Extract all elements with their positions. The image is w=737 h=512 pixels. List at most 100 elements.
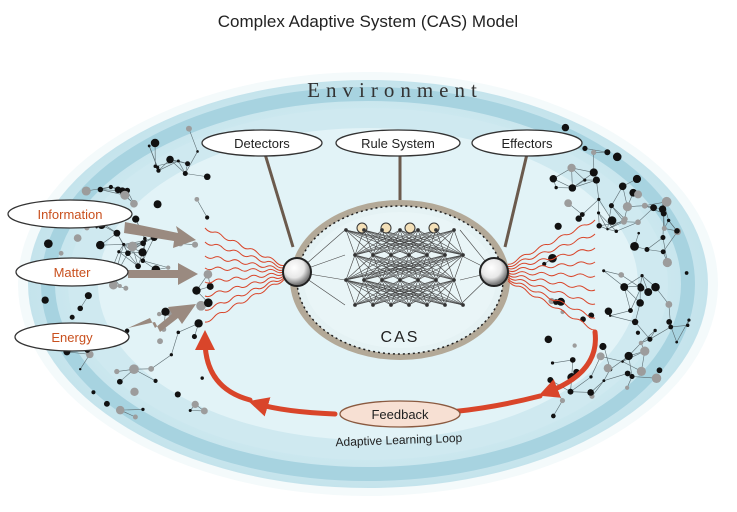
particle-dot	[599, 342, 607, 351]
particle-link	[572, 179, 597, 189]
particle-dot	[635, 330, 641, 335]
mesh-node	[389, 253, 393, 257]
particle-dot	[91, 390, 96, 395]
signal-wave	[507, 247, 596, 270]
particle-dot	[156, 168, 161, 173]
particle-dot	[192, 286, 201, 295]
particle-dot	[620, 283, 629, 291]
mesh-link	[345, 254, 464, 281]
mesh-link	[372, 229, 455, 256]
mesh-link	[426, 229, 455, 256]
particle-dot	[596, 211, 601, 215]
particle-dot	[69, 314, 75, 320]
particle-link	[598, 212, 608, 230]
particle-dot	[597, 197, 601, 201]
mesh-node	[380, 278, 384, 282]
particle-dot	[148, 365, 155, 372]
mesh-node	[371, 253, 375, 257]
rule-network	[296, 222, 495, 307]
mesh-link	[363, 254, 464, 281]
detectors-label: Detectors	[201, 129, 323, 157]
mesh-link	[354, 229, 365, 256]
mesh-link	[345, 254, 410, 281]
particle-dot	[132, 215, 140, 223]
particle-dot	[589, 168, 598, 177]
particle-dot	[637, 231, 641, 235]
mesh-node	[371, 303, 375, 307]
particle-link	[634, 321, 651, 340]
mesh-node	[407, 303, 411, 307]
particle-dot	[103, 400, 110, 407]
particle-dot	[196, 300, 206, 311]
particle-link	[610, 310, 631, 316]
particle-dot	[606, 227, 609, 231]
particle-dot	[602, 379, 606, 383]
particle-dot	[542, 261, 547, 267]
particle-dot	[166, 155, 174, 164]
mesh-link	[354, 279, 401, 306]
particle-dot	[544, 335, 553, 344]
particle-dot	[141, 407, 145, 412]
particle-dot	[169, 353, 173, 357]
signal-wave	[204, 241, 285, 269]
mesh-node	[461, 303, 465, 307]
particle-dot	[203, 173, 211, 181]
mesh-node	[425, 303, 429, 307]
particle-dot	[674, 228, 680, 234]
mesh-node	[398, 278, 402, 282]
particle-dot	[551, 413, 556, 419]
particle-dot	[662, 257, 672, 268]
label-connectors	[263, 153, 529, 248]
particle-dot	[550, 361, 555, 365]
mesh-node	[380, 228, 384, 232]
particle-dot	[621, 360, 624, 363]
particle-dot	[561, 123, 570, 132]
particle-dot	[84, 292, 92, 300]
mesh-node	[434, 278, 438, 282]
signal-wave	[204, 255, 285, 271]
particle-dot	[637, 284, 645, 292]
particle-link	[611, 205, 626, 220]
particle-dot	[618, 272, 625, 278]
svg-text:Feedback: Feedback	[371, 407, 429, 422]
particle-dot	[153, 200, 162, 209]
particle-dot	[587, 389, 594, 396]
particle-link	[610, 315, 636, 323]
mesh-node	[425, 253, 429, 257]
particle-dot	[589, 375, 593, 379]
particle-dot	[665, 301, 673, 308]
particle-dot	[624, 370, 631, 377]
particle-dot	[567, 388, 574, 395]
particle-dot	[628, 308, 633, 313]
particle-dot	[182, 171, 188, 177]
particle-dot	[96, 240, 105, 250]
particle-dot	[153, 378, 158, 383]
particle-dot	[188, 409, 192, 413]
particle-dot	[77, 305, 84, 312]
signal-wave	[204, 266, 285, 274]
mesh-node	[416, 278, 420, 282]
particle-dot	[675, 340, 679, 344]
particle-dot	[602, 269, 606, 273]
particle-dot	[582, 145, 588, 152]
mesh-link	[345, 254, 428, 281]
mesh-node	[443, 253, 447, 257]
particle-dot	[153, 164, 158, 169]
mesh-node	[389, 303, 393, 307]
mesh-node	[407, 253, 411, 257]
particle-dot	[567, 163, 576, 173]
particle-dot	[661, 225, 667, 231]
particle-dot	[641, 202, 648, 209]
particle-dot	[132, 414, 138, 420]
particle-dot	[123, 285, 129, 291]
mesh-link	[444, 279, 455, 306]
mesh-link	[345, 254, 356, 281]
mesh-link	[354, 229, 383, 256]
particle-dot	[548, 253, 557, 263]
particle-dot	[632, 174, 642, 184]
particle-dot	[547, 377, 554, 383]
mesh-link	[417, 254, 464, 281]
particle-dot	[97, 186, 104, 193]
particle-dot	[200, 407, 208, 415]
